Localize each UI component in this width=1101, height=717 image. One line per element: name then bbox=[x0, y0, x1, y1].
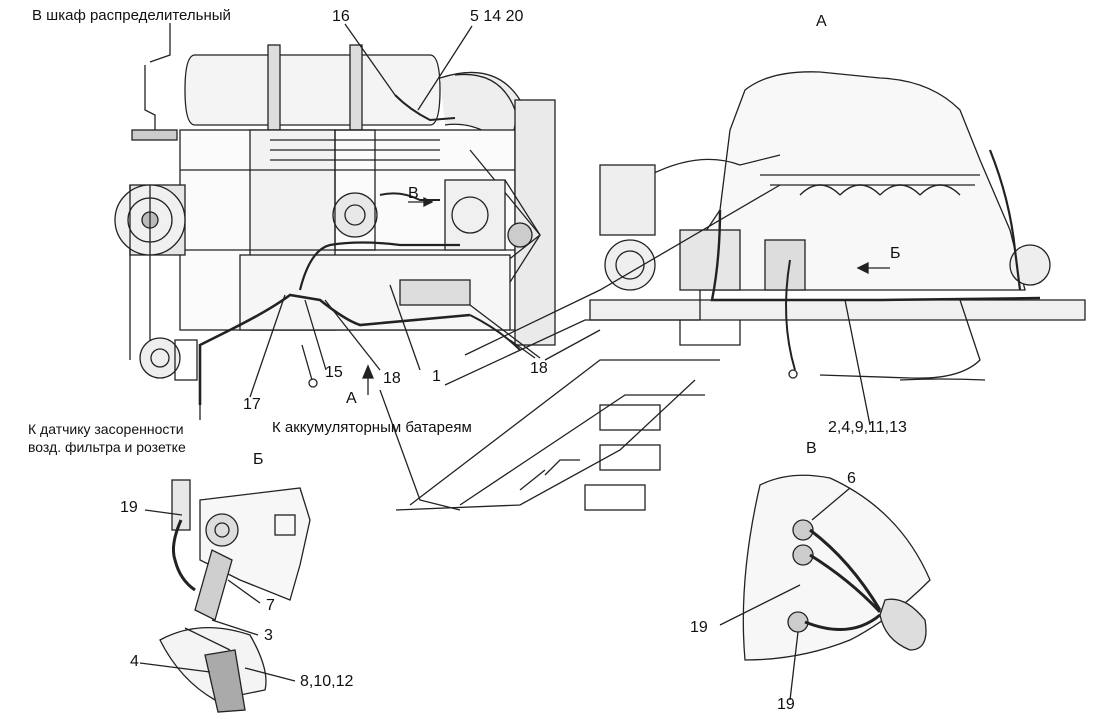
arrow-label-a: А bbox=[346, 390, 357, 407]
callout-16: 16 bbox=[332, 8, 350, 25]
engine-top-view bbox=[114, 23, 556, 420]
view-label-a: А bbox=[816, 13, 827, 30]
callout-19-inset-v-left: 19 bbox=[690, 619, 708, 636]
note-sensor-line-2: возд. фильтра и розетке bbox=[28, 439, 186, 455]
callout-19-inset-b: 19 bbox=[120, 499, 138, 516]
note-to-distribution-cabinet: В шкаф распределительный bbox=[32, 7, 231, 24]
inset-view-v bbox=[719, 474, 931, 701]
inset-view-b-cyr bbox=[139, 479, 311, 713]
callout-8-10-12: 8,10,12 bbox=[300, 673, 354, 690]
callout-18-right: 18 bbox=[530, 360, 548, 377]
callout-15: 15 bbox=[325, 364, 343, 381]
callout-5-14-20: 5 14 20 bbox=[470, 8, 524, 25]
callout-19-inset-v-bottom: 19 bbox=[777, 696, 795, 713]
callout-7: 7 bbox=[266, 597, 275, 614]
arrow-label-b-cyr: Б bbox=[890, 245, 901, 262]
callout-2-4-9-11-13: 2,4,9,11,13 bbox=[828, 419, 907, 436]
callout-17: 17 bbox=[243, 396, 261, 413]
callout-1: 1 bbox=[432, 368, 441, 385]
callout-3: 3 bbox=[264, 627, 273, 644]
callout-18-left: 18 bbox=[383, 370, 401, 387]
callout-6: 6 bbox=[847, 470, 856, 487]
engine-side-view-a bbox=[589, 71, 1086, 426]
note-sensor-line-1: К датчику засоренности bbox=[28, 421, 184, 437]
arrow-label-v: В bbox=[408, 185, 419, 202]
inset-label-v: В bbox=[806, 440, 817, 457]
callout-4: 4 bbox=[130, 653, 139, 670]
cable-routing-lines bbox=[379, 184, 781, 511]
note-to-batteries: К аккумуляторным батареям bbox=[272, 419, 472, 436]
inset-label-b-cyr: Б bbox=[253, 451, 264, 468]
note-to-air-filter-sensor: К датчику засоренности возд. фильтра и р… bbox=[28, 420, 186, 456]
